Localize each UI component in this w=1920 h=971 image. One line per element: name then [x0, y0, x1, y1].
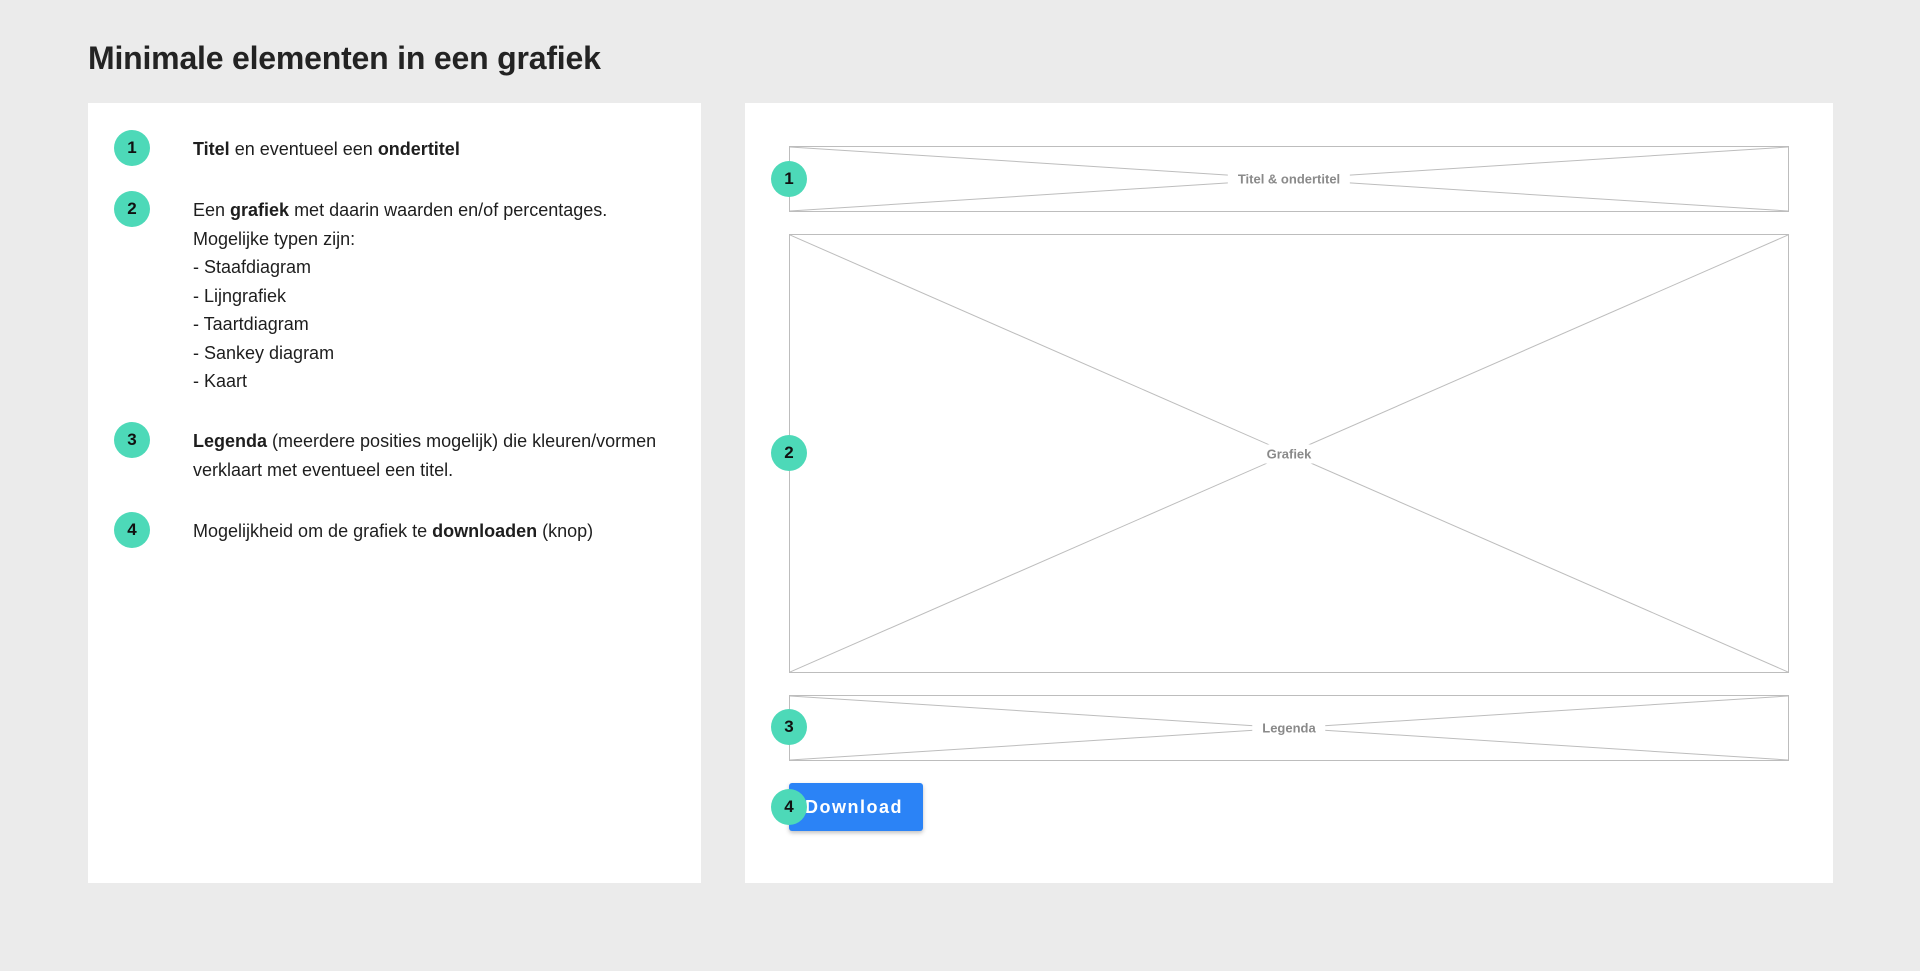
- download-button[interactable]: Download: [789, 783, 923, 831]
- chart-type-item: - Lijngrafiek: [193, 285, 287, 306]
- text-part: Mogelijkheid om de grafiek te: [193, 521, 433, 541]
- title-placeholder-box: Titel & ondertitel: [789, 146, 1789, 212]
- page-title: Minimale elementen in een grafiek: [88, 40, 601, 76]
- explanation-text: Een grafiek met daarin waarden en/of per…: [193, 196, 673, 396]
- text-part: Titel: [193, 139, 230, 159]
- explanation-text: Mogelijkheid om de grafiek te downloaden…: [193, 517, 673, 546]
- explanation-panel: 1 Titel en eventueel een ondertitel 2 Ee…: [88, 103, 701, 883]
- chart-type-item: - Sankey diagram: [193, 342, 335, 363]
- explanation-line: Titel en eventueel een ondertitel: [193, 135, 673, 164]
- explanation-text: Titel en eventueel een ondertitel: [193, 135, 673, 164]
- title-placeholder-label: Titel & ondertitel: [1227, 169, 1351, 189]
- text-part: Legenda: [193, 431, 268, 451]
- chart-placeholder-box: Grafiek: [789, 234, 1789, 673]
- chart-type-item: - Taartdiagram: [193, 314, 309, 334]
- chart-placeholder-label: Grafiek: [1256, 444, 1322, 463]
- chart-type-item: - Kaart: [193, 371, 248, 391]
- wireframe-panel: Titel & ondertitel 1 Grafiek 2 Legenda 3…: [745, 103, 1833, 883]
- number-badge: 4: [771, 789, 807, 825]
- text-part: met daarin waarden en/of percentages.: [289, 200, 608, 220]
- number-badge: 1: [771, 161, 807, 197]
- text-part: grafiek: [230, 200, 290, 220]
- legend-placeholder-box: Legenda: [789, 695, 1789, 761]
- text-part: ondertitel: [377, 139, 460, 159]
- explanation-text: Legenda (meerdere posities mogelijk) die…: [193, 427, 673, 484]
- explanation-line: Legenda (meerdere posities mogelijk) die…: [193, 427, 673, 456]
- explanation-line: Een grafiek met daarin waarden en/of per…: [193, 196, 673, 225]
- text-part: downloaden: [432, 521, 538, 541]
- number-badge: 2: [771, 435, 807, 471]
- text-part: (meerdere posities mogelijk) die kleuren…: [267, 431, 657, 451]
- number-badge: 2: [114, 191, 150, 227]
- number-badge: 4: [114, 512, 150, 548]
- number-badge: 1: [114, 130, 150, 166]
- explanation-line: Mogelijke typen zijn:: [193, 228, 356, 249]
- text-part: Een: [193, 200, 231, 220]
- legend-placeholder-label: Legenda: [1252, 718, 1326, 738]
- number-badge: 3: [114, 422, 150, 458]
- number-badge: 3: [771, 709, 807, 745]
- text-part: (knop): [537, 521, 594, 541]
- explanation-line: verklaart met eventueel een titel.: [193, 459, 454, 480]
- chart-type-item: - Staafdiagram: [193, 257, 312, 277]
- explanation-line: Mogelijkheid om de grafiek te downloaden…: [193, 517, 673, 546]
- text-part: en eventueel een: [229, 139, 378, 159]
